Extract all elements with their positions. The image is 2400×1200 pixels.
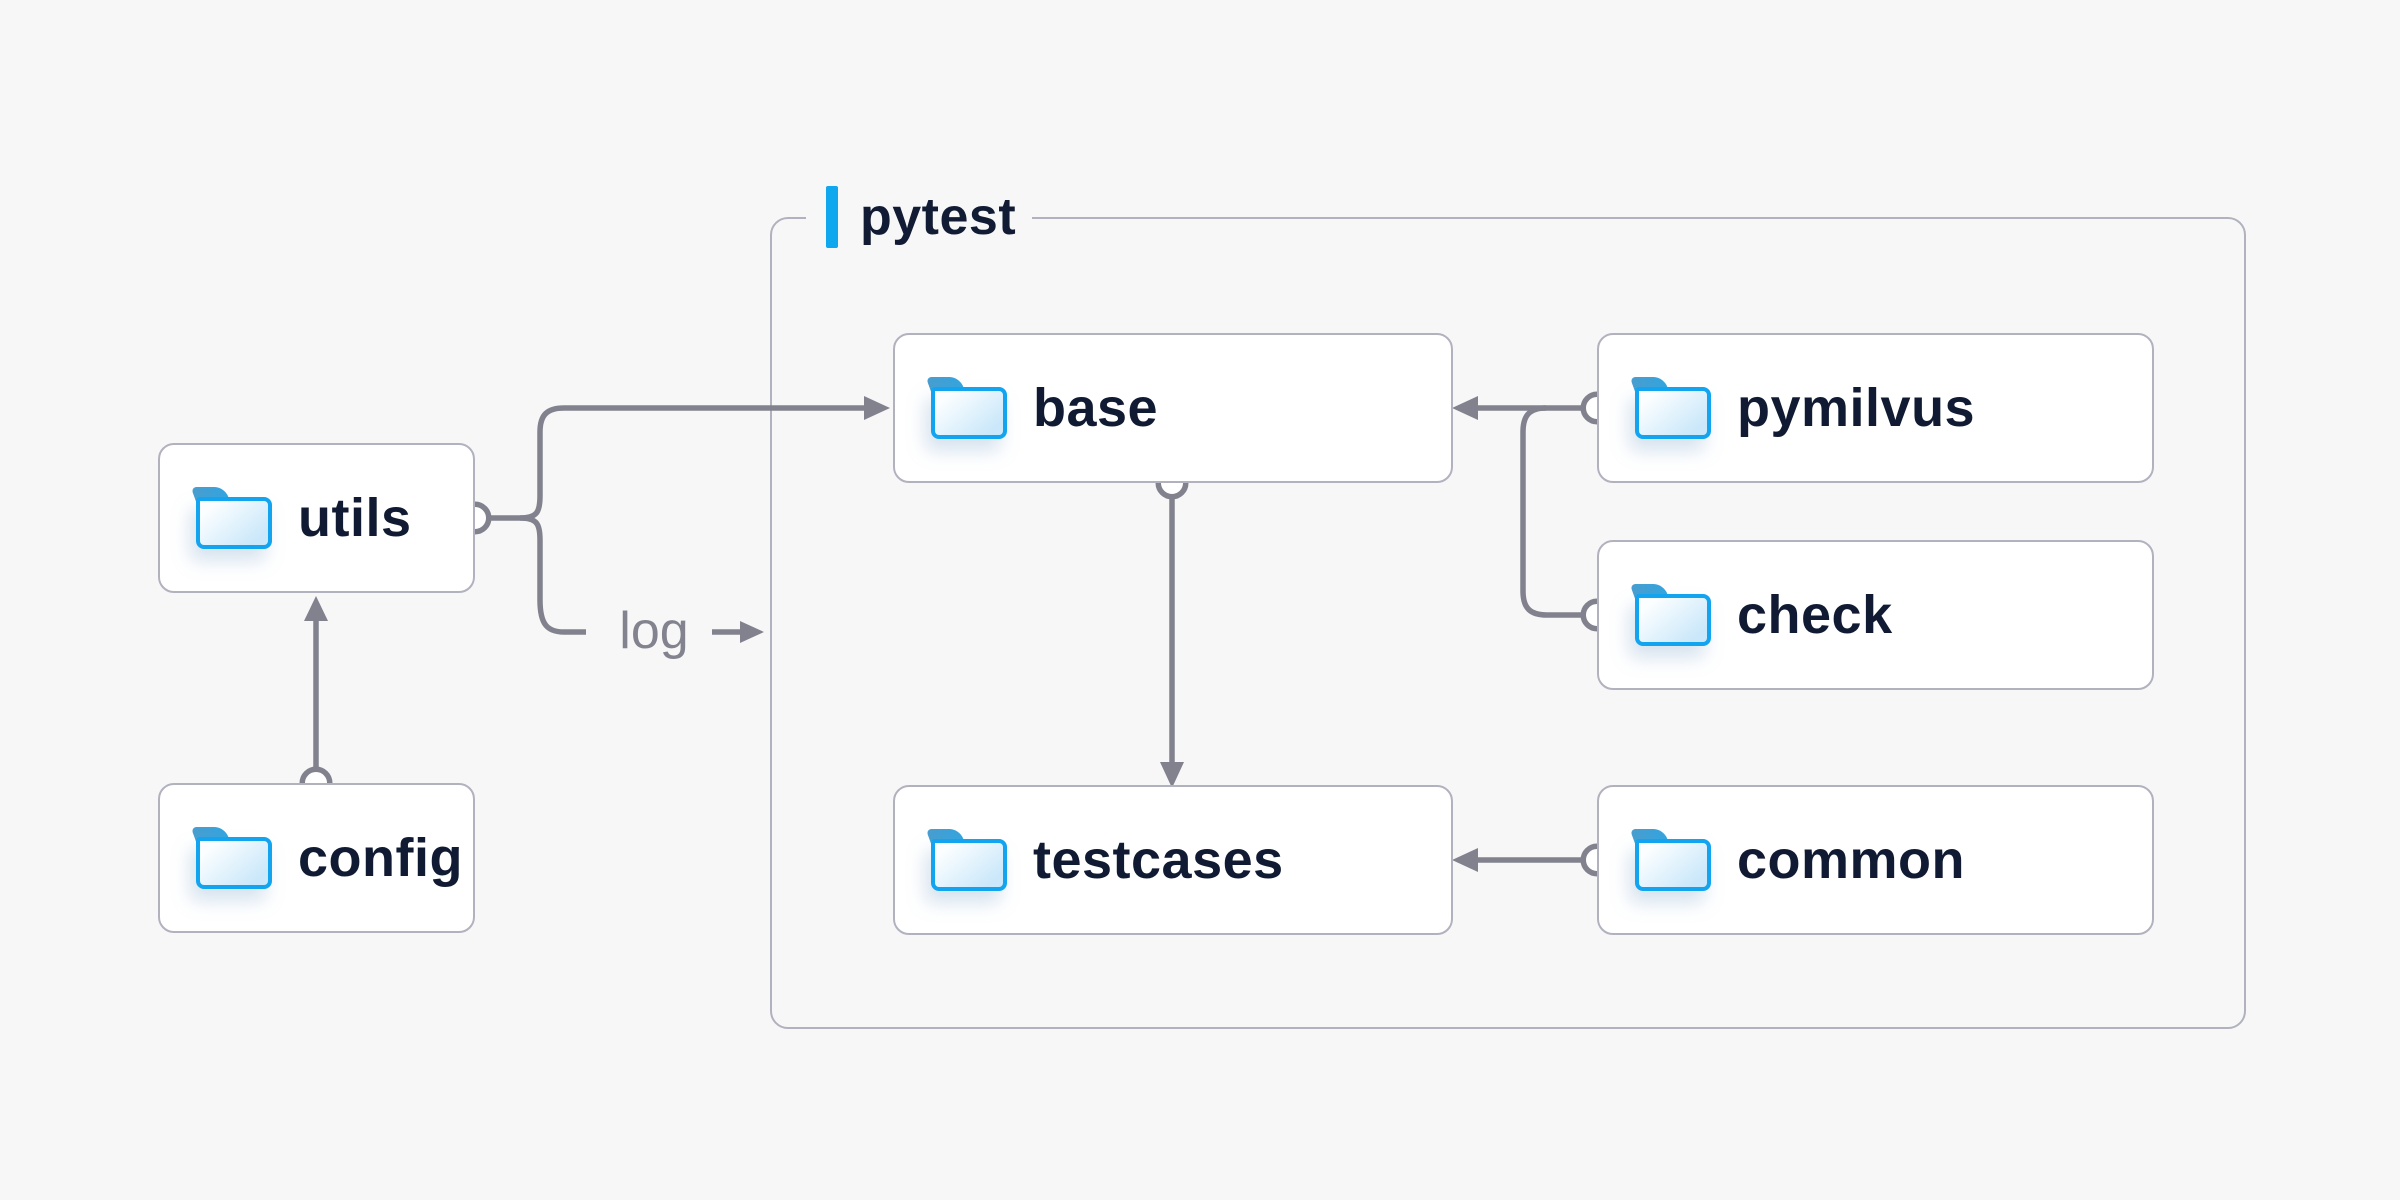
folder-node-base: base: [893, 333, 1453, 483]
folder-node-testcases: testcases: [893, 785, 1453, 935]
folder-icon: [925, 829, 1007, 891]
folder-node-label: base: [1033, 378, 1159, 438]
folder-icon: [1629, 829, 1711, 891]
accent-bar-icon: [826, 186, 838, 248]
folder-icon: [190, 487, 272, 549]
folder-node-pymilvus: pymilvus: [1597, 333, 2154, 483]
folder-node-check: check: [1597, 540, 2154, 690]
edge-config-utils: [299, 620, 333, 800]
arrowhead-up-utils: [304, 596, 328, 621]
folder-node-label: testcases: [1033, 830, 1284, 890]
arrowhead-right-log: [740, 621, 764, 643]
folder-node-label: check: [1737, 585, 1893, 645]
folder-icon: [925, 377, 1007, 439]
pytest-group-title: pytest: [860, 188, 1017, 246]
folder-node-label: common: [1737, 830, 1966, 890]
folder-icon: [1629, 377, 1711, 439]
folder-node-common: common: [1597, 785, 2154, 935]
pytest-group-container: [770, 217, 2246, 1029]
folder-node-label: pymilvus: [1737, 378, 1976, 438]
folder-node-utils: utils: [158, 443, 475, 593]
folder-node-label: config: [298, 828, 463, 888]
folder-node-label: utils: [298, 488, 412, 548]
pytest-group-label: pytest: [806, 185, 1033, 249]
edge-label-log: log: [602, 600, 706, 664]
folder-icon: [1629, 584, 1711, 646]
folder-icon: [190, 827, 272, 889]
folder-node-config: config: [158, 783, 475, 933]
